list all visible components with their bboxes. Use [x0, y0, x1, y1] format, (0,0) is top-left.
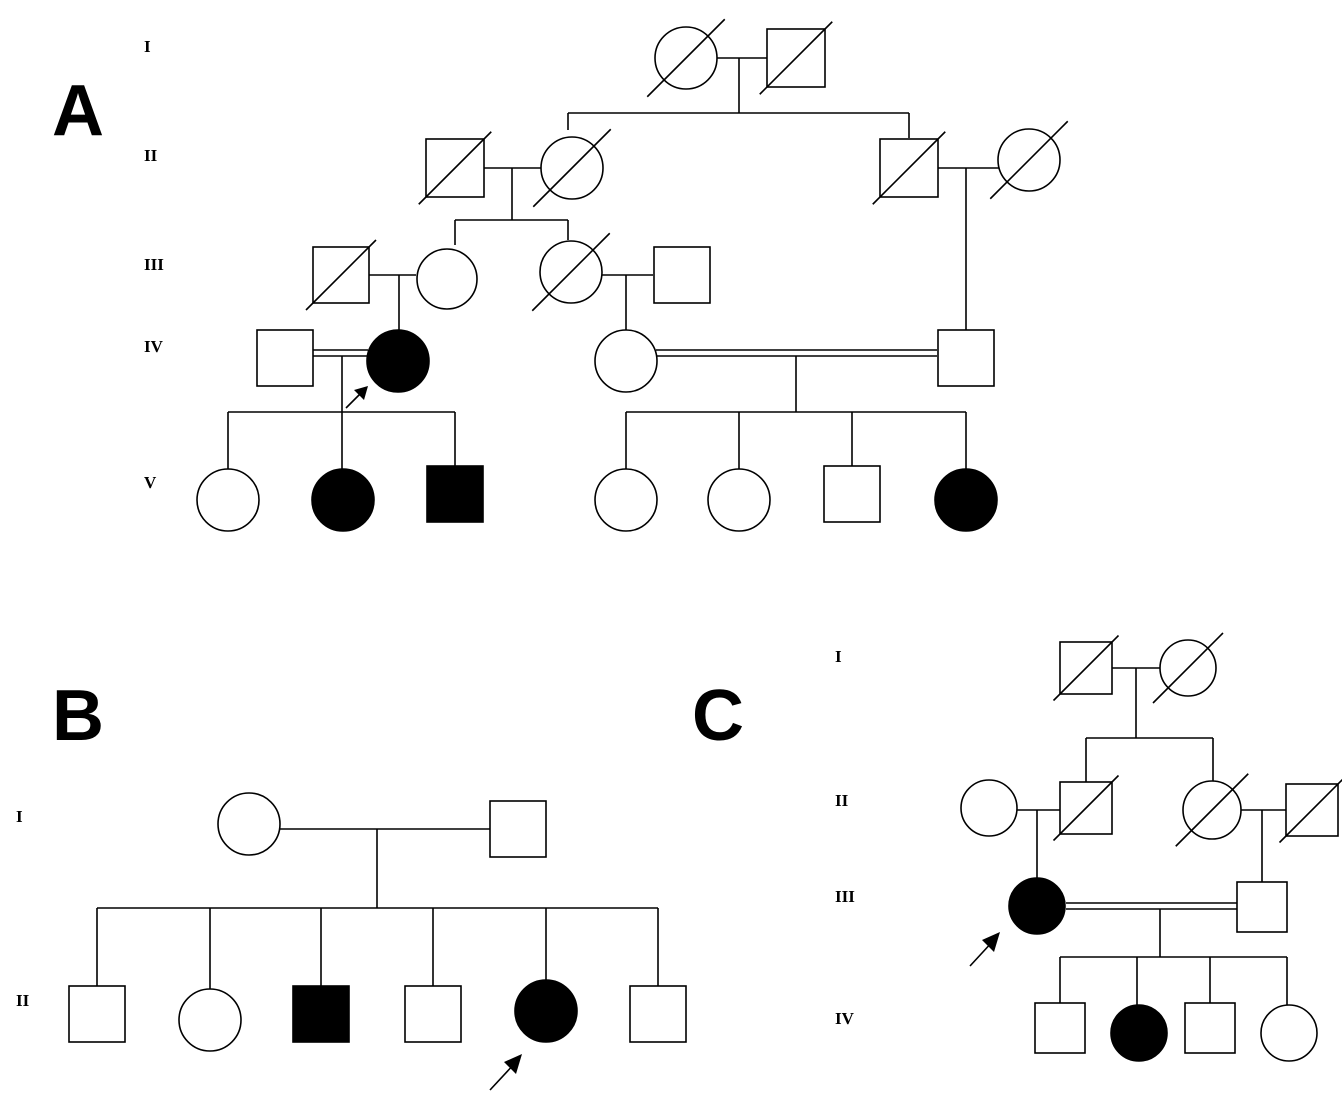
- deceased-slash: [872, 131, 946, 205]
- generation-label-b-2: II: [16, 991, 30, 1010]
- generation-label-a-4: IV: [144, 337, 164, 356]
- panel-a: A I II III IV V: [52, 18, 1069, 532]
- male-symbol: [937, 329, 995, 387]
- panel-label-c: C: [692, 676, 744, 756]
- deceased-slash: [1278, 778, 1342, 844]
- generation-label-c-1: I: [835, 647, 842, 666]
- pedigree-lines-c: [969, 667, 1288, 1005]
- deceased-slash: [759, 21, 833, 95]
- deceased-slash: [532, 128, 612, 208]
- male-symbol: [426, 465, 484, 523]
- generation-label-a-5: V: [144, 473, 157, 492]
- individuals-a: [196, 18, 1069, 532]
- generation-label-b-1: I: [16, 807, 23, 826]
- deceased-slash: [989, 120, 1069, 200]
- male-symbol: [1034, 1002, 1086, 1054]
- female-symbol: [416, 248, 478, 310]
- male-symbol: [292, 985, 350, 1043]
- deceased-slash: [1052, 774, 1120, 842]
- deceased-slash: [418, 131, 492, 205]
- female-symbol: [178, 988, 242, 1052]
- male-symbol: [68, 985, 126, 1043]
- male-symbol: [489, 800, 547, 858]
- female-symbol: [217, 792, 281, 856]
- male-symbol: [1236, 881, 1288, 933]
- female-symbol: [514, 979, 578, 1043]
- generation-label-a-3: III: [144, 255, 164, 274]
- individuals-c: [960, 632, 1342, 1062]
- pedigree-lines-a: [227, 57, 999, 470]
- female-symbol: [594, 329, 658, 393]
- generation-label-c-3: III: [835, 887, 855, 906]
- deceased-slash: [1175, 773, 1249, 847]
- deceased-slash: [646, 18, 726, 98]
- male-symbol: [404, 985, 462, 1043]
- pedigree-lines-b: [96, 828, 659, 1091]
- deceased-slash: [1152, 632, 1224, 704]
- male-symbol: [653, 246, 711, 304]
- panel-label-a: A: [52, 71, 104, 151]
- deceased-slash: [305, 239, 377, 311]
- male-symbol: [256, 329, 314, 387]
- female-symbol: [960, 779, 1018, 837]
- male-symbol: [1184, 1002, 1236, 1054]
- generation-label-c-4: IV: [835, 1009, 855, 1028]
- female-symbol: [196, 468, 260, 532]
- deceased-slash: [531, 232, 611, 312]
- generation-label-a-1: I: [144, 37, 151, 56]
- panel-label-b: B: [52, 676, 104, 756]
- female-symbol: [1260, 1004, 1318, 1062]
- female-symbol: [1110, 1004, 1168, 1062]
- female-symbol: [594, 468, 658, 532]
- female-symbol: [707, 468, 771, 532]
- panel-b: B I II: [16, 676, 687, 1091]
- deceased-slash: [1052, 634, 1120, 702]
- female-symbol: [934, 468, 998, 532]
- individuals-b: [68, 792, 687, 1052]
- female-symbol: [366, 329, 430, 393]
- female-symbol: [311, 468, 375, 532]
- male-symbol: [823, 465, 881, 523]
- generation-label-a-2: II: [144, 146, 158, 165]
- panel-c: C I II III IV: [692, 632, 1342, 1062]
- generation-label-c-2: II: [835, 791, 849, 810]
- male-symbol: [629, 985, 687, 1043]
- female-symbol: [1008, 877, 1066, 935]
